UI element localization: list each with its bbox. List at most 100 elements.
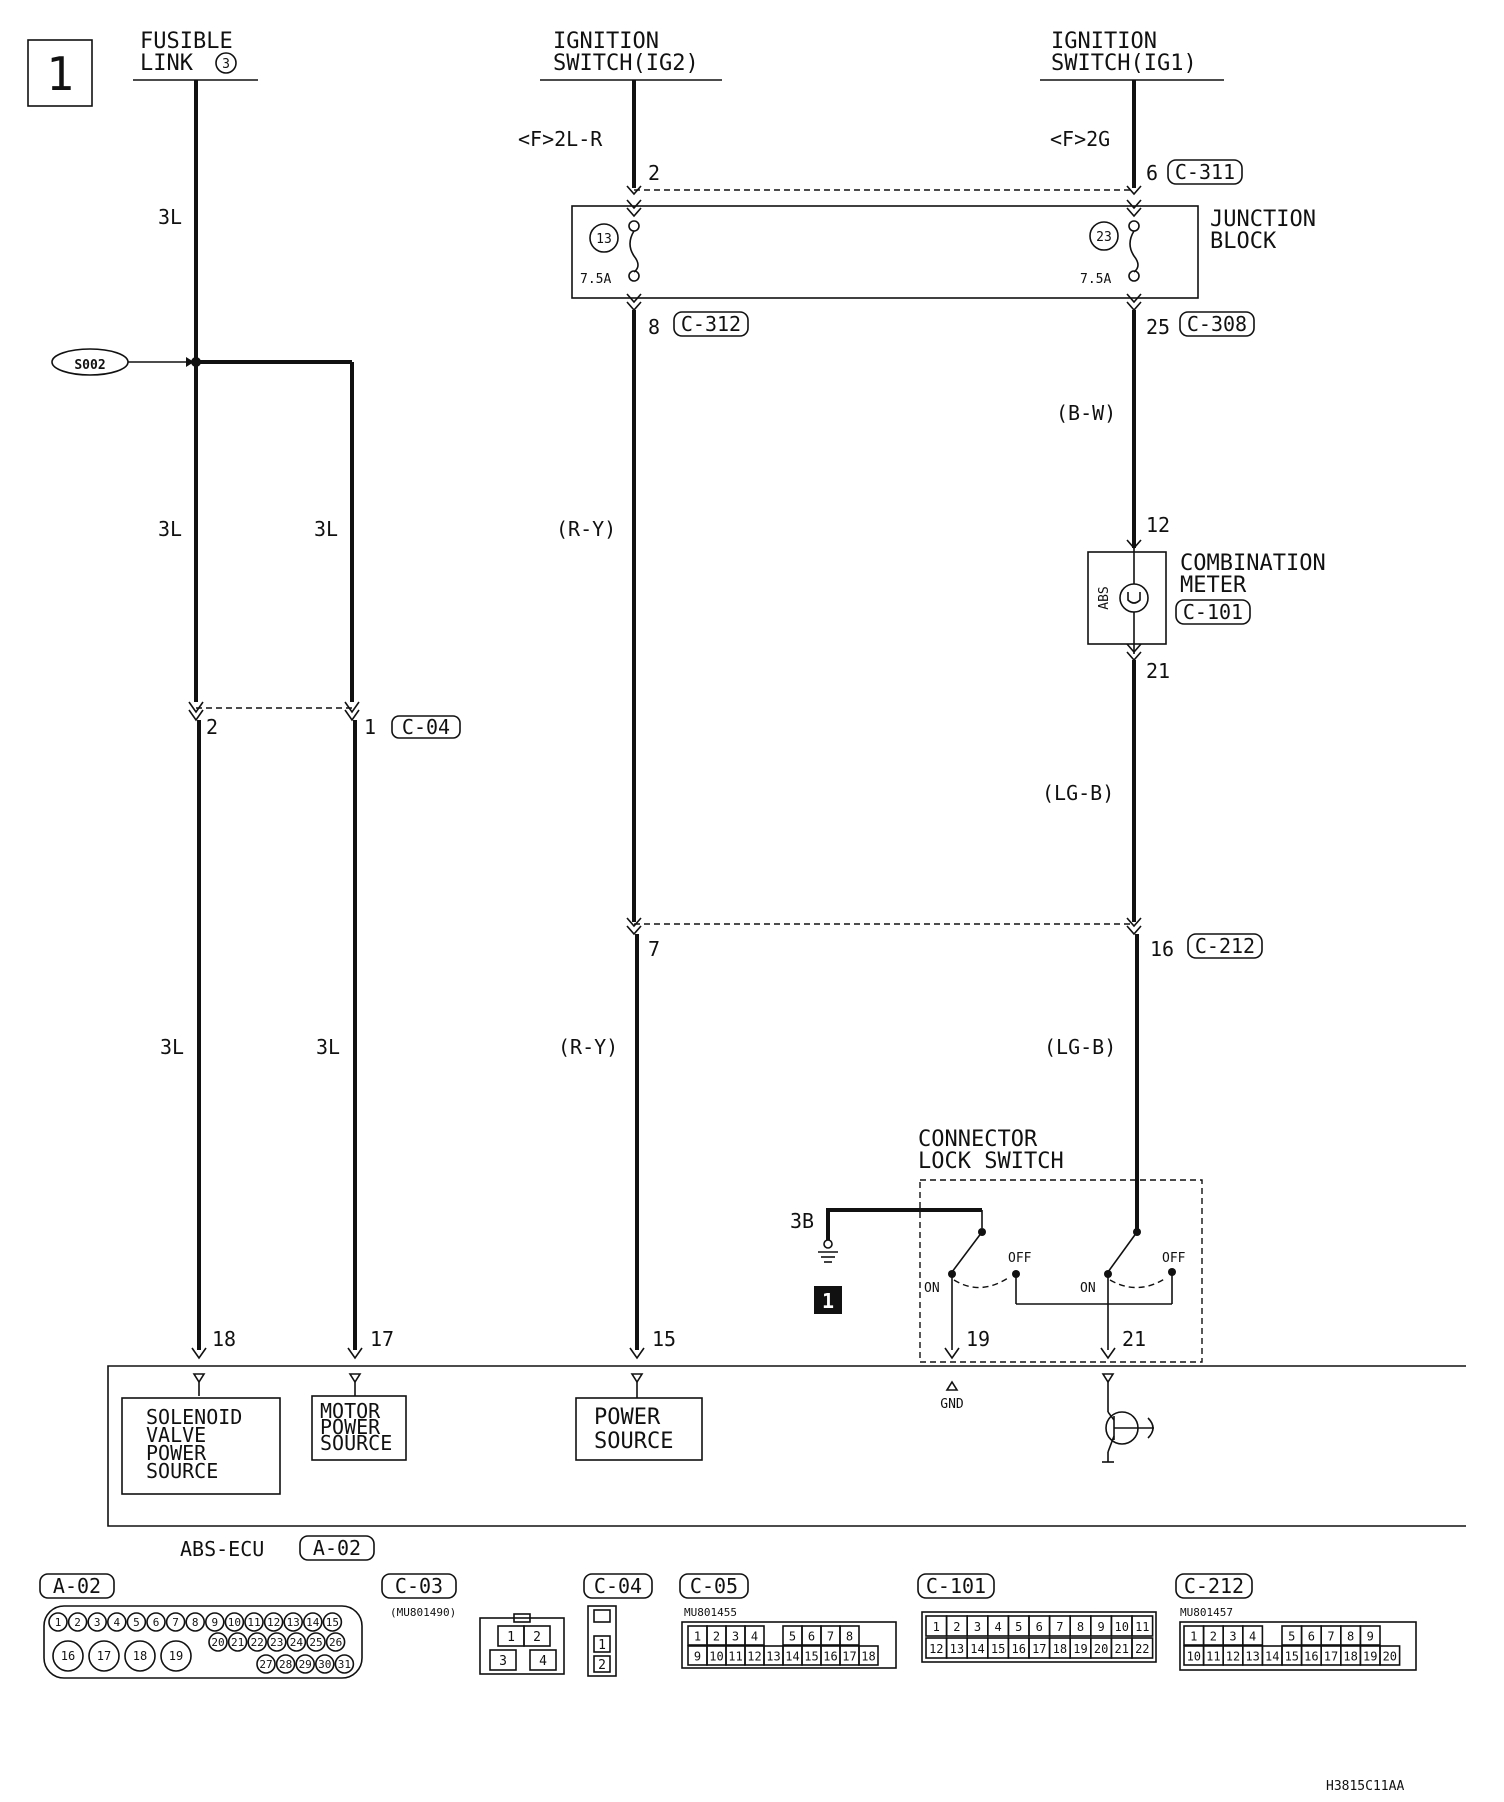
cv-a02-pin: 19: [169, 1649, 183, 1663]
connector-lock-switch: CONNECTOR LOCK SWITCH ON OFF ON OFF: [826, 1127, 1203, 1363]
cv-a02-pin: 18: [133, 1649, 147, 1663]
cv-a02-pin-circle: [88, 1640, 120, 1672]
cv-a02-pin: 13: [287, 1616, 300, 1629]
cv-c212-pin: 8: [1347, 1629, 1354, 1643]
cv-c212-pin-cell: [1379, 1645, 1401, 1666]
cv-c101-pin: 21: [1114, 1642, 1128, 1656]
wire-label-bw: (B-W): [1056, 401, 1116, 425]
pin-ecu-19: 19: [966, 1327, 990, 1351]
cv-a02-pin: 5: [133, 1616, 140, 1629]
cv-a02-pin-circle: [306, 1632, 326, 1652]
cv-c212-pin: 11: [1206, 1649, 1220, 1663]
ecu-name: ABS-ECU: [180, 1537, 264, 1561]
pin-jb-6: 6: [1146, 161, 1158, 185]
cv-a02-pin-circle: [244, 1612, 264, 1632]
wire-label-ry-mid: (R-Y): [556, 517, 616, 541]
cv-c101-pin: 19: [1073, 1642, 1087, 1656]
cv-c05-pin: 10: [709, 1649, 723, 1663]
cv-c05-pin: 6: [808, 1629, 815, 1643]
cv-a02-pin-circle: [107, 1612, 127, 1632]
cv-c05-pin: 8: [846, 1629, 853, 1643]
ignition-switch-ig2-header: IGNITION SWITCH(IG2): [540, 29, 722, 81]
cv-c05-label: C-05: [690, 1574, 738, 1598]
cv-a02-pin-circle: [165, 1612, 186, 1632]
cv-c03-part: (MU801490): [390, 1606, 456, 1619]
pin-ecu-21: 21: [1122, 1327, 1146, 1351]
cv-a02-pin-circle: [52, 1640, 84, 1672]
cv-c101-pin: 8: [1077, 1620, 1084, 1634]
ign-ig1-line2: SWITCH(IG1): [1051, 51, 1197, 76]
wire-label-3b: 3B: [790, 1209, 814, 1233]
connector-c04: C-04: [402, 715, 450, 739]
fuse-23-number: 23: [1096, 230, 1112, 245]
cv-c05-pin: 15: [804, 1649, 818, 1663]
pin-c04-2: 2: [206, 715, 218, 739]
connector-view-c03: C-03 (MU801490) 1 2 3 4: [381, 1573, 565, 1675]
cv-a02-pin-circle: [295, 1654, 316, 1674]
cv-a02-pin-circle: [256, 1654, 276, 1674]
fusible-link-line1: FUSIBLE: [140, 29, 233, 54]
cv-c04-pin1: 1: [598, 1638, 606, 1653]
cv-a02-pin-circle: [224, 1612, 245, 1632]
cv-a02-pin: 21: [231, 1636, 244, 1649]
cv-c212-pin-cell: [1242, 1625, 1264, 1646]
cv-c212-label: C-212: [1184, 1574, 1244, 1598]
cv-a02-pin: 30: [318, 1658, 331, 1671]
cv-c212-pin: 13: [1245, 1649, 1259, 1663]
wire-label-2lr: <F>2L-R: [518, 127, 603, 151]
fusible-link-line2: LINK: [140, 51, 194, 76]
ecu-gnd-label: GND: [940, 1397, 964, 1412]
wire-label-lgb-low: (LG-B): [1044, 1035, 1116, 1059]
wire-label-3l-low-a: 3L: [160, 1035, 184, 1059]
cv-c05-pin: 16: [823, 1649, 837, 1663]
cv-a02-pin: 8: [192, 1616, 199, 1629]
ecu-solenoid-1: SOLENOID: [146, 1405, 242, 1429]
cv-c05-pin: 13: [766, 1649, 780, 1663]
cv-c101-pin: 7: [1056, 1620, 1063, 1634]
cv-a02-pin-circle: [275, 1654, 296, 1674]
cv-c212-pin: 17: [1324, 1649, 1338, 1663]
lock-switch-on-left: ON: [924, 1281, 940, 1296]
cv-c101-pin: 11: [1135, 1620, 1149, 1634]
cv-a02-pin-circle: [160, 1640, 192, 1672]
cv-a02-pin: 12: [267, 1616, 280, 1629]
pin-ecu-15: 15: [652, 1327, 676, 1351]
cv-c212-pin: 9: [1367, 1629, 1374, 1643]
wire-label-lgb-mid: (LG-B): [1042, 781, 1114, 805]
cv-a02-label: A-02: [53, 1574, 101, 1598]
cv-c05-pin: 14: [785, 1649, 799, 1663]
cv-a02-pin-circle: [126, 1612, 147, 1632]
cv-c101-pin: 16: [1011, 1642, 1025, 1656]
cv-a02-pin-circle: [325, 1632, 346, 1652]
cv-c212-pin: 7: [1327, 1629, 1334, 1643]
junction-block-line1: JUNCTION: [1210, 207, 1316, 232]
cv-c05-pin: 3: [732, 1629, 739, 1643]
cv-c05-pin: 9: [694, 1649, 701, 1663]
junction-block-line2: BLOCK: [1210, 229, 1277, 254]
cv-c212-part: MU801457: [1180, 1606, 1233, 1619]
cv-a02-pin-circle: [263, 1612, 284, 1632]
cv-c212-pin: 4: [1249, 1629, 1256, 1643]
cv-c05-pin: 1: [694, 1629, 701, 1643]
cv-c04-pin2: 2: [598, 1658, 606, 1673]
cv-a02-pin-circle: [48, 1612, 68, 1632]
cv-a02-pin: 23: [270, 1636, 283, 1649]
wire-label-2g: <F>2G: [1050, 127, 1110, 151]
cv-a02-pin: 3: [94, 1616, 101, 1629]
cv-a02-pin: 24: [290, 1636, 304, 1649]
cv-a02-pin: 7: [172, 1616, 179, 1629]
cv-a02-pin-circle: [124, 1640, 156, 1672]
ecu-power-1: POWER: [594, 1405, 661, 1430]
cv-c212-pin: 12: [1226, 1649, 1240, 1663]
cv-c101-pin-cell: [1131, 1615, 1154, 1637]
connector-c311: C-311: [1175, 160, 1235, 184]
fusible-link-number: 3: [222, 57, 230, 72]
wire-label-ry-low: (R-Y): [558, 1035, 618, 1059]
cv-c101-pin: 2: [953, 1620, 960, 1634]
cv-c212-pin: 18: [1343, 1649, 1357, 1663]
pin-ecu-17: 17: [370, 1327, 394, 1351]
cv-a02-pin-circle: [302, 1612, 323, 1632]
ground-ref-number: 1: [822, 1289, 834, 1313]
cv-a02-pin: 28: [279, 1658, 292, 1671]
